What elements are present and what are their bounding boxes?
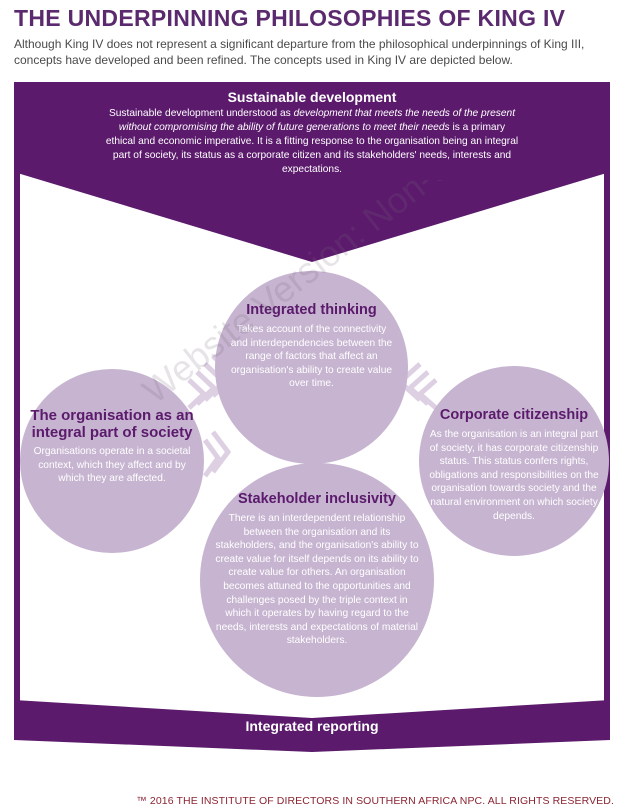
integrated-thinking-text: Takes account of the connectivity and in… bbox=[230, 324, 393, 390]
corporate-citizenship-text: As the organisation is an integral part … bbox=[429, 429, 599, 522]
sustainable-development-text: Sustainable development understood as de… bbox=[104, 107, 520, 177]
stakeholder-inclusivity-circle: Stakeholder inclusivity There is an inte… bbox=[200, 463, 434, 697]
sustainable-development-title: Sustainable development bbox=[227, 89, 397, 105]
stakeholder-inclusivity-text: There is an interdependent relationship … bbox=[215, 513, 419, 647]
integrated-thinking-circle: Integrated thinking Takes account of the… bbox=[215, 271, 408, 464]
sustainable-development-chevron bbox=[14, 82, 610, 262]
copyright-footer: ™ 2016 THE INSTITUTE OF DIRECTORS IN SOU… bbox=[136, 795, 614, 807]
integrated-thinking-title: Integrated thinking bbox=[246, 302, 377, 318]
sd-text-prefix: Sustainable development understood as bbox=[108, 108, 294, 119]
corporate-citizenship-circle: Corporate citizenship As the organisatio… bbox=[419, 366, 609, 556]
corporate-citizenship-title: Corporate citizenship bbox=[439, 407, 589, 423]
stakeholder-inclusivity-title: Stakeholder inclusivity bbox=[238, 491, 396, 507]
organisation-society-circle: The organisation as an integral part of … bbox=[20, 369, 204, 553]
organisation-society-text: Organisations operate in a societal cont… bbox=[33, 446, 191, 485]
integrated-reporting-label: Integrated reporting bbox=[245, 718, 379, 734]
intro-paragraph: Although King IV does not represent a si… bbox=[14, 37, 585, 67]
integrated-reporting-chevron bbox=[14, 700, 610, 752]
frame-right-border bbox=[604, 82, 610, 722]
sd-text-suffix: is a primary ethical and economic impera… bbox=[105, 122, 519, 175]
connector-chevrons-lower-left bbox=[202, 430, 232, 478]
organisation-society-title: The organisation as an integral part of … bbox=[30, 407, 194, 441]
sd-text-emphasis: development that meets the needs of the … bbox=[118, 108, 516, 133]
frame-left-border bbox=[14, 82, 20, 722]
page-title: THE UNDERPINNING PHILOSOPHIES OF KING IV bbox=[14, 5, 566, 31]
